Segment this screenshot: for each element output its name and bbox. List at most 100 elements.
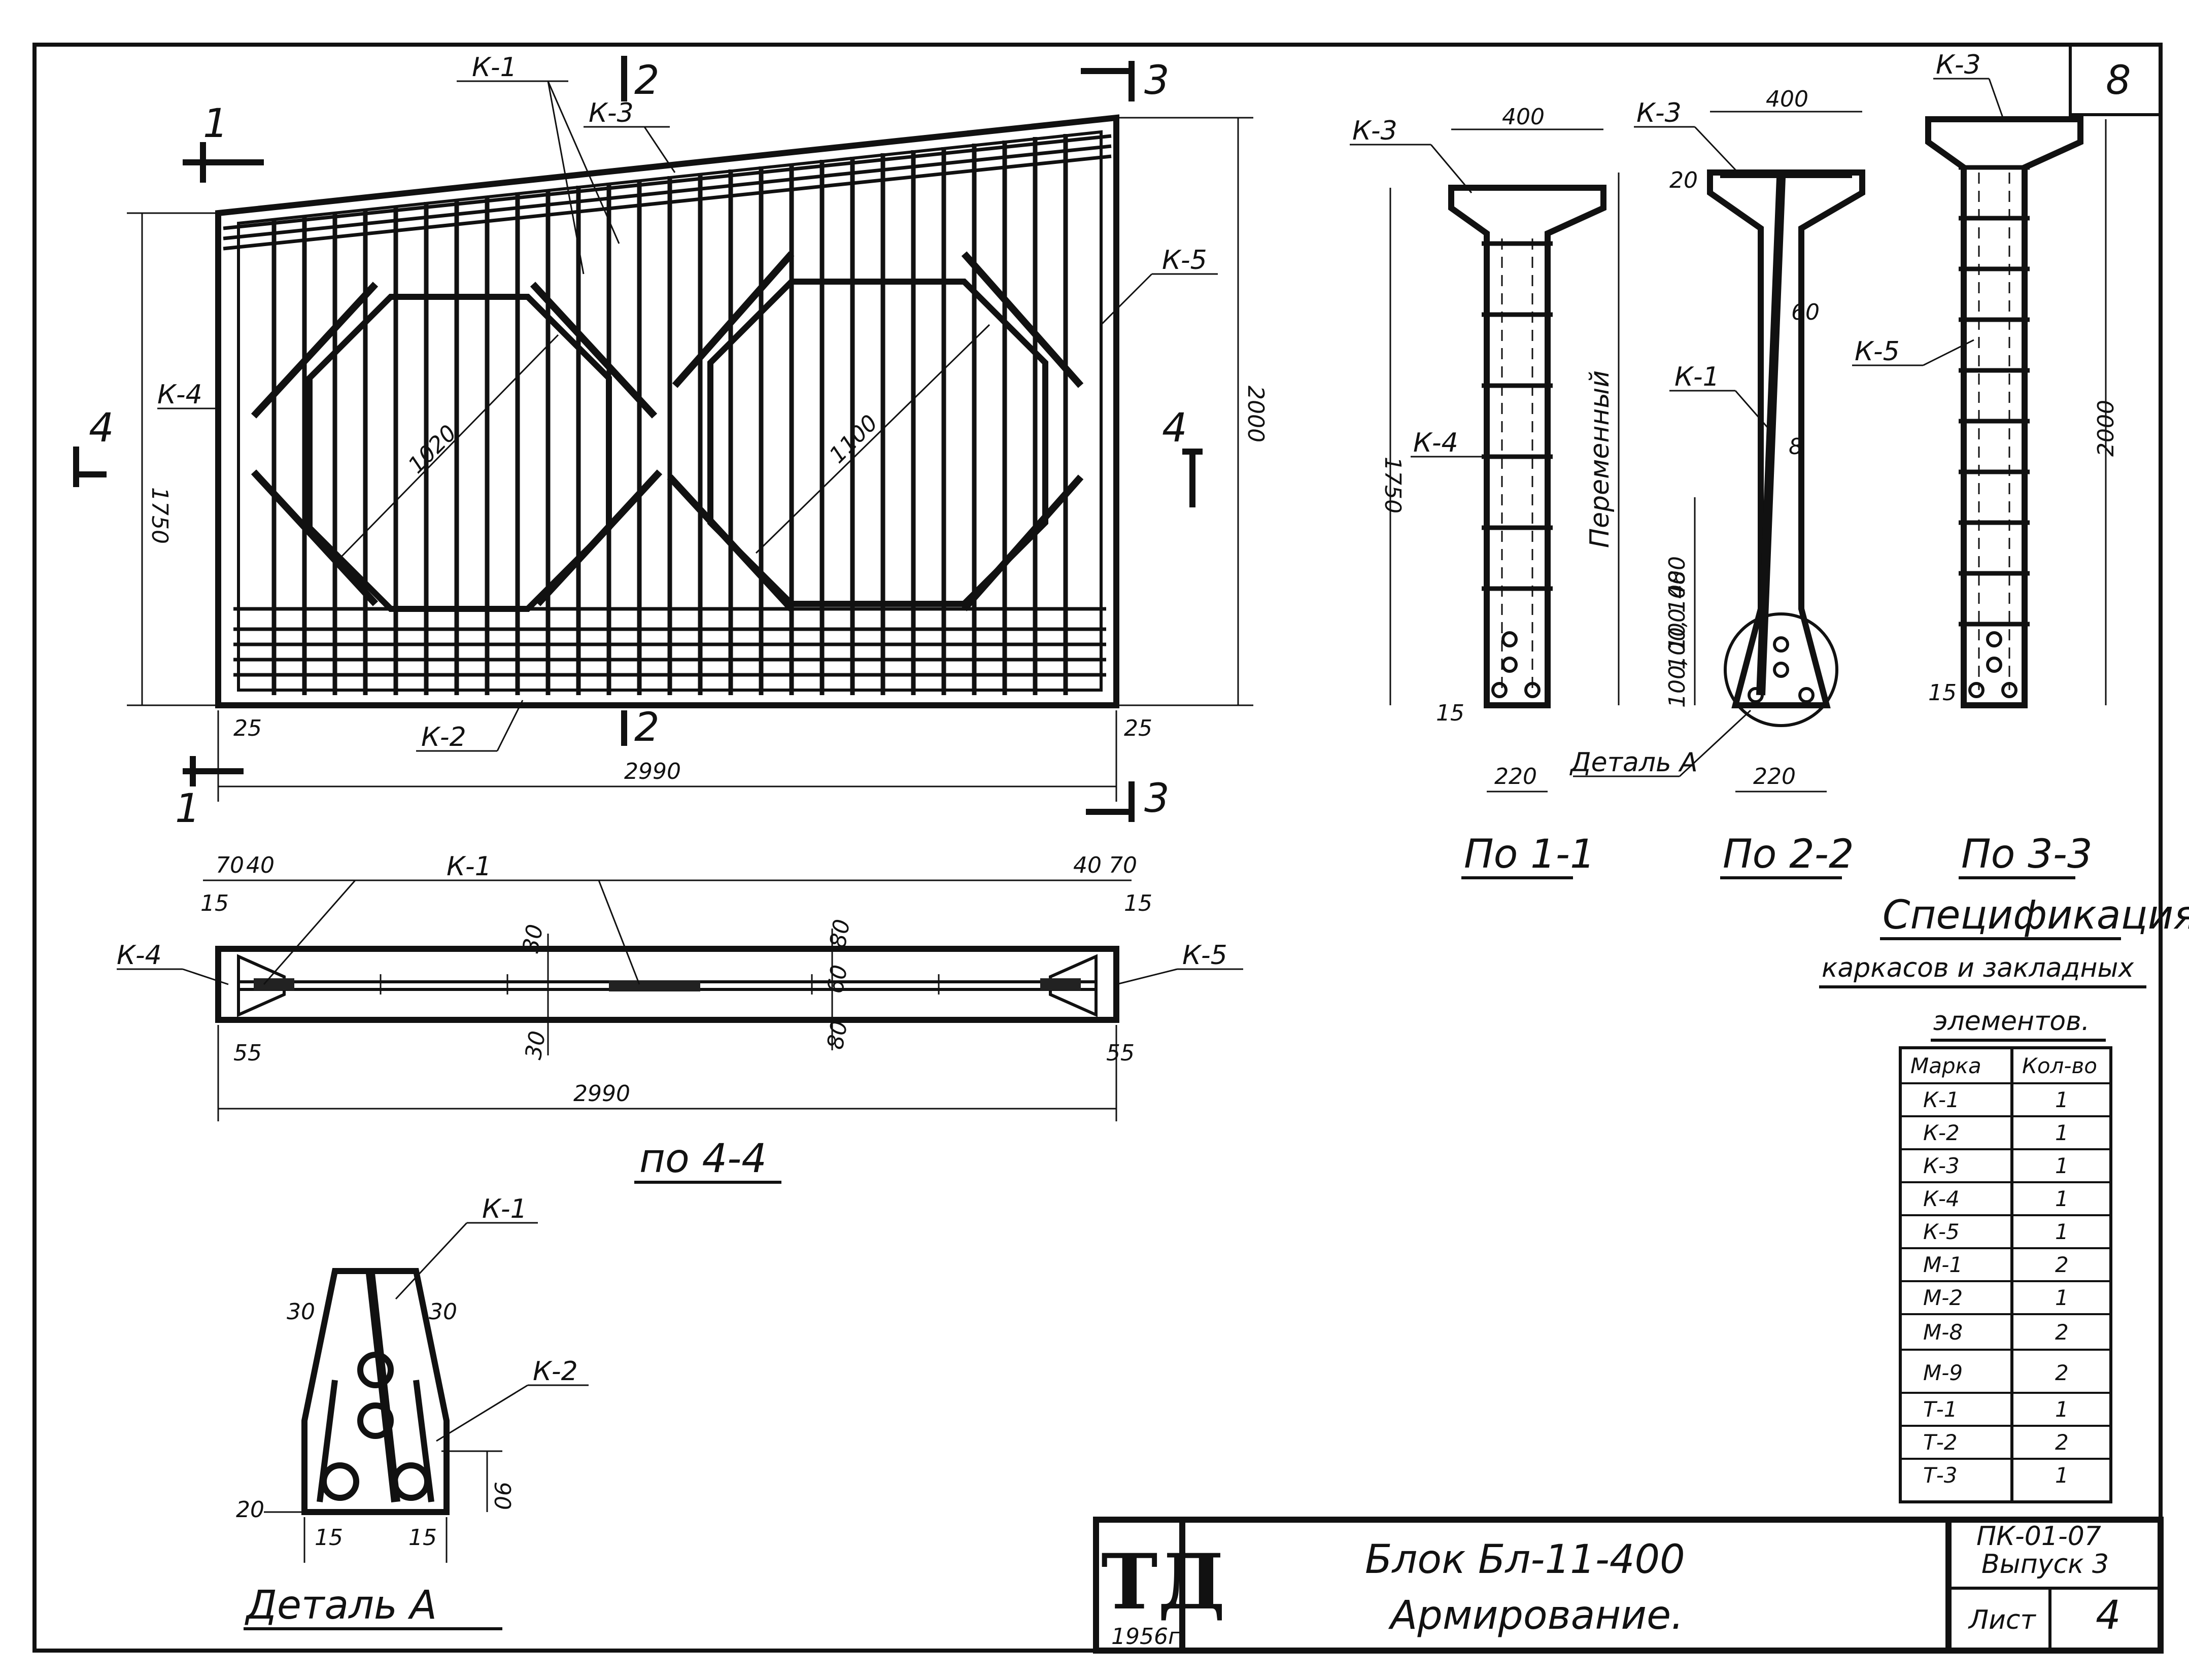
label-k4-main: К-4 [157, 380, 202, 410]
section-2-2: 400 К-3 20 60 К-1 8 Переменный 480 100, … [1569, 86, 1865, 879]
plan-view-4-4: К-1 К-4 К-5 70 40 40 70 15 15 30 30 80 6… [117, 851, 1243, 1184]
dim-plan-length: 2990 [573, 1081, 630, 1107]
section-mark-4: 4 4 [73, 405, 1203, 507]
label-k3-s2: К-3 [1636, 98, 1682, 128]
main-elevation-view: 1020 1100 К-1 К-3 К-5 К-4 К-2 1 1 2 [73, 52, 1269, 832]
spec-title-3: элементов. [1933, 1006, 2090, 1037]
dim-s3-15: 15 [1928, 680, 1957, 706]
label-k1-plan: К-1 [447, 851, 492, 882]
dim-s2-20: 20 [1669, 167, 1698, 193]
title-year: 1956г. [1111, 1624, 1187, 1650]
dim-edge-right-25: 25 [1124, 715, 1152, 741]
dim-length-2990: 2990 [624, 759, 681, 784]
label-k4-plan: К-4 [117, 940, 162, 971]
section-2-title: По 2-2 [1723, 832, 1854, 877]
spec-row-mark: М-2 [1923, 1285, 1963, 1310]
dim-plan-80-bot: 80 [823, 1019, 853, 1051]
spec-row-qty: 1 [2055, 1087, 2069, 1112]
label-k1-main: К-1 [472, 52, 517, 83]
spec-row-mark: К-5 [1923, 1219, 1960, 1244]
spec-row-qty: 1 [2055, 1397, 2069, 1422]
dim-detail-90: 90 [489, 1482, 515, 1510]
spec-row-mark: К-3 [1923, 1153, 1960, 1178]
sheet-number: 4 [2096, 1593, 2121, 1638]
section-mark-1: 1 1 [175, 101, 264, 832]
spec-row-mark: К-4 [1923, 1186, 1960, 1211]
spec-title-1: Спецификация [1883, 893, 2189, 938]
dim-1020: 1020 [403, 420, 462, 478]
dim-detail-30-left: 30 [287, 1299, 315, 1325]
dim-plan-80-top: 80 [825, 917, 856, 950]
dim-height-2000: 2000 [1243, 386, 1269, 442]
detail-a: К-1 К-2 30 30 90 20 15 15 Деталь А [236, 1194, 589, 1630]
dim-plan-70-left: 70 [216, 852, 244, 878]
section-2-outline [1707, 169, 1865, 708]
detail-a-title: Деталь А [245, 1583, 437, 1628]
bottom-longitudinal-bars [233, 607, 1106, 677]
dim-s2-8: 8 [1789, 434, 1803, 460]
dim-s2-100-100b: 100, 100 [1664, 608, 1690, 708]
spec-row-qty: 1 [2055, 1120, 2069, 1145]
sheet-label: Лист [1968, 1605, 2036, 1635]
spec-row-mark: М-9 [1923, 1360, 1963, 1385]
dim-plan-70-right: 70 [1109, 852, 1137, 878]
dim-height-1750: 1750 [147, 487, 173, 544]
dim-plan-30-bot: 30 [521, 1029, 551, 1061]
spec-row-qty: 2 [2055, 1252, 2069, 1277]
spec-row-mark: Т-2 [1923, 1430, 1958, 1455]
detail-a-callout [1724, 612, 1838, 727]
dim-s2-100-100: 100, 100 [1664, 570, 1690, 670]
label-k3-s3: К-3 [1936, 50, 1981, 80]
section-mark-2: 2 2 [621, 56, 660, 750]
dim-s3-2000: 2000 [2093, 400, 2119, 457]
title-name-2: Армирование. [1388, 1593, 1684, 1638]
svg-text:1: 1 [175, 786, 200, 832]
svg-text:4: 4 [89, 405, 114, 451]
label-k3-main: К-3 [589, 98, 634, 128]
label-variable: Переменный [1585, 370, 1615, 548]
spec-row-qty: 2 [2055, 1320, 2069, 1345]
dim-s1-220: 220 [1494, 764, 1537, 790]
dim-plan-40-right: 40 [1073, 852, 1102, 878]
label-k2-main: К-2 [421, 722, 466, 752]
spec-row-qty: 2 [2055, 1430, 2069, 1455]
spec-header-qty: Кол-во [2022, 1053, 2097, 1078]
dim-s1-15: 15 [1436, 700, 1464, 726]
title-name-1: Блок Бл-11-400 [1365, 1537, 1685, 1583]
label-k5-s3: К-5 [1855, 336, 1900, 367]
dim-detail-15-left: 15 [315, 1525, 343, 1551]
spec-row-mark: К-2 [1923, 1120, 1960, 1145]
dim-detail-15-right: 15 [408, 1525, 437, 1551]
section-3-outline [1925, 116, 2083, 708]
title-block: ТД 1956г. Блок Бл-11-400 Армирование. ПК… [1093, 1517, 2164, 1654]
section-3-title: По 3-3 [1961, 832, 2093, 877]
spec-row-qty: 1 [2055, 1153, 2069, 1178]
dim-plan-30-top: 30 [518, 922, 549, 955]
opening-left [306, 294, 612, 612]
svg-text:2: 2 [634, 705, 660, 750]
dim-plan-60: 60 [823, 963, 853, 996]
label-k3-s1: К-3 [1352, 116, 1397, 146]
dim-detail-20: 20 [236, 1497, 264, 1523]
dim-detail-30-right: 30 [429, 1299, 457, 1325]
dim-s2-480: 480 [1664, 556, 1690, 599]
series-issue: Выпуск 3 [1981, 1549, 2109, 1580]
spec-row-qty: 1 [2055, 1186, 2069, 1211]
section-1-title: По 1-1 [1464, 832, 1595, 877]
diagonal-bars [251, 251, 1084, 611]
spec-row-mark: М-1 [1923, 1252, 1963, 1277]
label-k5-main: К-5 [1162, 245, 1207, 276]
block-outline [215, 114, 1119, 708]
spec-row-mark: Т-3 [1923, 1463, 1958, 1488]
series-code: ПК-01-07 [1976, 1521, 2101, 1552]
spec-header-mark: Марка [1910, 1053, 1981, 1078]
svg-text:4: 4 [1162, 405, 1187, 451]
plan-view-title: по 4-4 [639, 1136, 767, 1182]
dim-s1-1750: 1750 [1380, 457, 1406, 513]
spec-row-qty: 1 [2055, 1285, 2069, 1310]
svg-text:2: 2 [634, 58, 660, 104]
sheet-number-box: 8 [2069, 43, 2162, 116]
spec-row-mark: К-1 [1923, 1087, 1960, 1112]
dim-s2-60: 60 [1791, 299, 1820, 325]
spec-title-2: каркасов и закладных [1822, 953, 2134, 983]
